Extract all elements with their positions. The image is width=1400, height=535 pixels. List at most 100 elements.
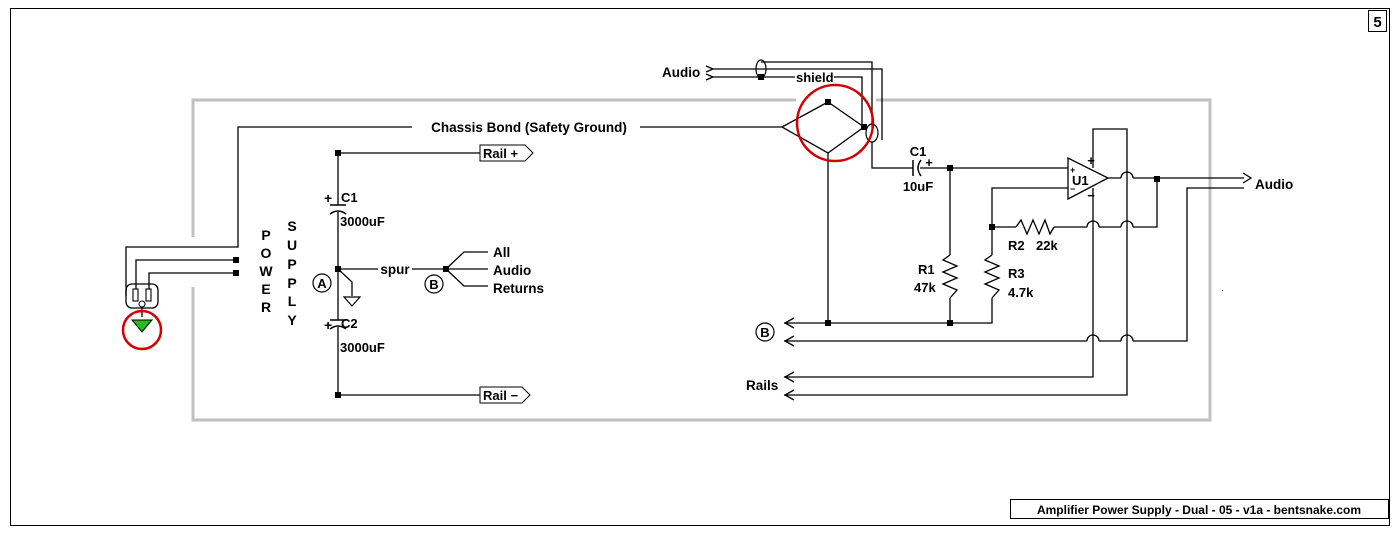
ground-return-wire	[784, 298, 993, 324]
neutral-wire	[148, 272, 236, 289]
r2-value: 22k	[1036, 238, 1058, 253]
spur-audio: Audio	[493, 263, 531, 278]
ground-return-arrow	[783, 317, 795, 329]
shield-drain-wire	[764, 76, 863, 128]
audio-out-label: Audio	[1255, 177, 1293, 192]
rail-minus-port	[479, 386, 531, 404]
svg-text:R: R	[261, 299, 271, 315]
ac-inlet	[125, 283, 159, 309]
c1-value: 10uF	[903, 179, 933, 194]
highlight-circle-bridge	[795, 83, 875, 163]
shield-outer-wire	[761, 61, 873, 128]
audio-return-wire	[784, 187, 1244, 342]
audio-return-arrow	[783, 335, 795, 347]
spur-label: spur	[380, 262, 410, 277]
u1-label: U1	[1072, 173, 1089, 188]
r2-hop-icons	[1086, 220, 1134, 228]
bridge-node-top	[825, 99, 831, 105]
page-number: 5	[1373, 14, 1381, 31]
c1-input-capacitor	[912, 159, 922, 177]
spur-fan-out	[445, 251, 488, 287]
u1-inverting-symbol: −	[1070, 184, 1075, 194]
r2-wire	[992, 179, 1158, 228]
node-b-circle	[424, 274, 444, 294]
input-to-c1-wire	[871, 142, 913, 169]
node-b-return-label: B	[760, 325, 769, 340]
page-border	[10, 8, 1390, 526]
u1-noninverting-symbol: +	[1070, 165, 1075, 175]
highlight-circle-earth	[121, 309, 163, 351]
c1-supply-value: 3000uF	[340, 214, 385, 229]
chassis-bond-wire-left	[125, 126, 412, 296]
r3-value: 4.7k	[1008, 285, 1034, 300]
r1-label: R1	[918, 262, 935, 277]
c1-label: C1	[910, 144, 927, 159]
spur-returns: Returns	[493, 281, 544, 296]
rail-plus-supply-wire	[784, 128, 1128, 396]
c1-supply-capacitor: +	[324, 190, 347, 215]
chassis-bond-label: Chassis Bond (Safety Ground)	[431, 120, 627, 135]
svg-text:S: S	[287, 218, 296, 234]
return-hop-icons	[1086, 334, 1134, 342]
node-a-label: A	[317, 276, 327, 291]
r2-resistor	[1015, 218, 1055, 236]
svg-text:E: E	[261, 281, 270, 297]
bridge-node-right	[861, 124, 867, 130]
node-a-circle	[312, 273, 332, 293]
u1-vminus: −	[1087, 188, 1095, 203]
c2-supply-plus: +	[324, 317, 332, 333]
c2-supply-capacitor: +	[324, 317, 347, 333]
ground-return-node	[825, 320, 831, 326]
inverting-input-wire	[991, 187, 1068, 227]
u1-vplus: +	[1087, 153, 1095, 168]
ground-lead	[337, 268, 353, 296]
shield-drain-node	[758, 74, 764, 80]
audio-in-hot-wire	[705, 65, 883, 140]
c1-plus: +	[925, 155, 933, 170]
c2-supply-value: 3000uF	[340, 340, 385, 355]
rail-plus-port	[479, 144, 534, 162]
rail-minus-label: Rail −	[483, 388, 518, 403]
r1-value: 47k	[914, 280, 936, 295]
power-label: P O W E R	[259, 227, 273, 315]
c1-supply-label: C1	[341, 190, 358, 205]
audio-in-label: Audio	[662, 65, 700, 80]
spur-all: All	[493, 245, 510, 260]
footer-title: Amplifier Power Supply - Dual - 05 - v1a…	[1037, 503, 1361, 517]
u1-opamp	[1067, 156, 1110, 201]
node-b-label: B	[429, 277, 438, 292]
rails-arrows	[783, 371, 795, 401]
audio-in-cold-wire	[705, 73, 760, 81]
svg-text:Y: Y	[287, 312, 297, 328]
output-node	[1154, 176, 1160, 182]
hot-wire	[135, 259, 236, 289]
svg-text:P: P	[287, 275, 296, 291]
footer-box	[1010, 499, 1389, 519]
rails-label: Rails	[746, 378, 778, 393]
svg-text:O: O	[261, 245, 272, 261]
page-number-box	[1368, 10, 1387, 32]
ground-bridge	[780, 101, 866, 154]
earth-ground-icon	[130, 319, 154, 333]
c1-supply-plus: +	[324, 190, 332, 206]
c2-supply-label: C2	[341, 316, 358, 331]
svg-text:P: P	[261, 227, 270, 243]
r3-label: R3	[1008, 266, 1025, 281]
svg-text:L: L	[288, 293, 297, 309]
neutral-terminal	[233, 270, 239, 276]
rail-minus-supply-wire	[784, 188, 1094, 378]
rail-minus-node	[335, 392, 341, 398]
hot-terminal	[233, 257, 239, 263]
shield-label: shield	[796, 70, 834, 85]
speck	[1222, 290, 1223, 291]
r2-label: R2	[1008, 238, 1025, 253]
ground-icon	[342, 296, 362, 307]
svg-text:W: W	[259, 263, 273, 279]
r3-resistor	[983, 254, 1001, 299]
node-b-return-circle	[755, 322, 775, 342]
r1-resistor	[941, 254, 959, 299]
supply-label: S U P P L Y	[287, 218, 297, 328]
rail-plus-label: Rail +	[483, 146, 518, 161]
